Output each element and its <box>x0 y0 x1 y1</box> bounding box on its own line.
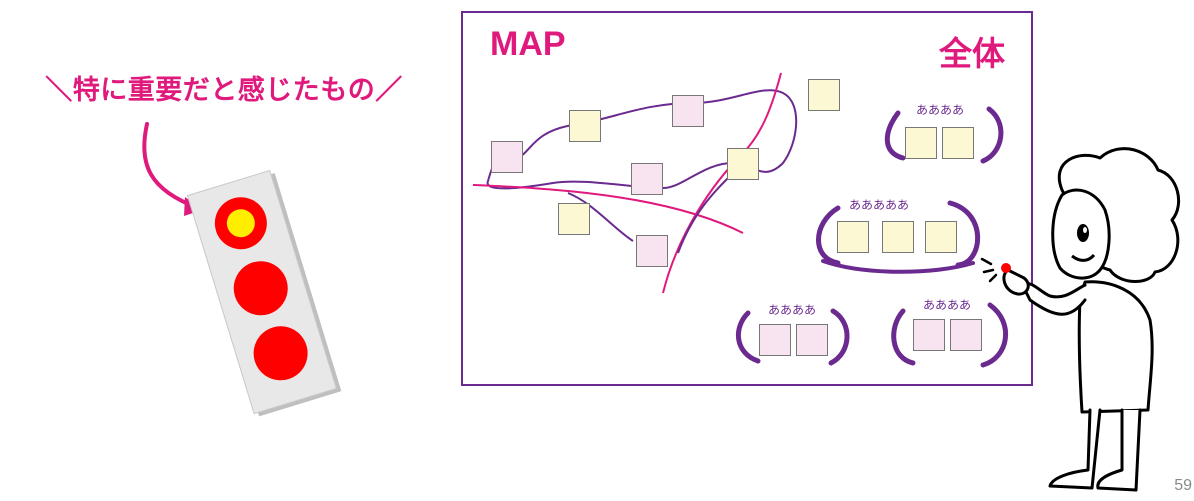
red-dot-sticker <box>253 326 308 381</box>
group-bracket-left <box>735 310 761 364</box>
group-bracket-right <box>947 200 981 268</box>
group-bracket-right <box>980 106 1004 164</box>
sticky-note <box>796 324 828 356</box>
red-dot-sticker <box>233 261 288 316</box>
person-hand <box>1002 268 1030 296</box>
group-bracket-left <box>884 110 906 161</box>
sticky-note <box>727 148 759 180</box>
map-river-purple <box>567 192 634 242</box>
sticky-note <box>942 127 974 159</box>
sticky-note <box>925 221 957 253</box>
sticky-note <box>636 235 668 267</box>
group-label: ああああ <box>768 303 817 317</box>
sticker-illustration <box>142 122 342 417</box>
sticky-note <box>672 95 704 127</box>
group-bracket-right <box>980 302 1009 368</box>
callout-arrow <box>142 122 200 210</box>
sticky-note <box>631 163 663 195</box>
page-number: 59 <box>1174 477 1192 494</box>
group-bracket-left <box>891 308 916 366</box>
person-leg <box>1096 408 1142 492</box>
person-eye <box>1077 224 1089 242</box>
person-mouth <box>1071 253 1096 262</box>
person-leg <box>1048 408 1102 490</box>
group-label: あああああ <box>849 198 910 212</box>
sticky-note <box>950 319 982 351</box>
whiteboard: MAP 全体 ああああ あああああ ああああ ああああ <box>461 11 1033 386</box>
group-label: ああああ <box>923 298 972 312</box>
sticky-note <box>882 221 914 253</box>
sticky-note <box>759 324 791 356</box>
sticky-note <box>913 319 945 351</box>
group-bracket-bottom <box>821 259 975 274</box>
sticky-note <box>569 110 601 142</box>
group-bracket-left <box>816 205 841 266</box>
callout-text: ＼特に重要だと感じたもの／ <box>45 75 403 106</box>
person-arm <box>1020 281 1087 316</box>
sticky-note <box>491 141 523 173</box>
dot-sticker-strip <box>186 169 342 417</box>
board-title: 全体 <box>939 34 1005 73</box>
map-road-pink <box>472 184 744 234</box>
map-label: MAP <box>490 25 566 63</box>
sticky-note <box>837 221 869 253</box>
person-body <box>1077 280 1154 414</box>
sticky-note <box>558 203 590 235</box>
yellow-dot-center <box>226 209 255 238</box>
sticky-note <box>905 127 937 159</box>
group-bracket-right <box>828 308 850 366</box>
held-red-dot <box>1001 263 1011 273</box>
sticky-note <box>808 79 840 111</box>
group-label: ああああ <box>916 103 965 117</box>
